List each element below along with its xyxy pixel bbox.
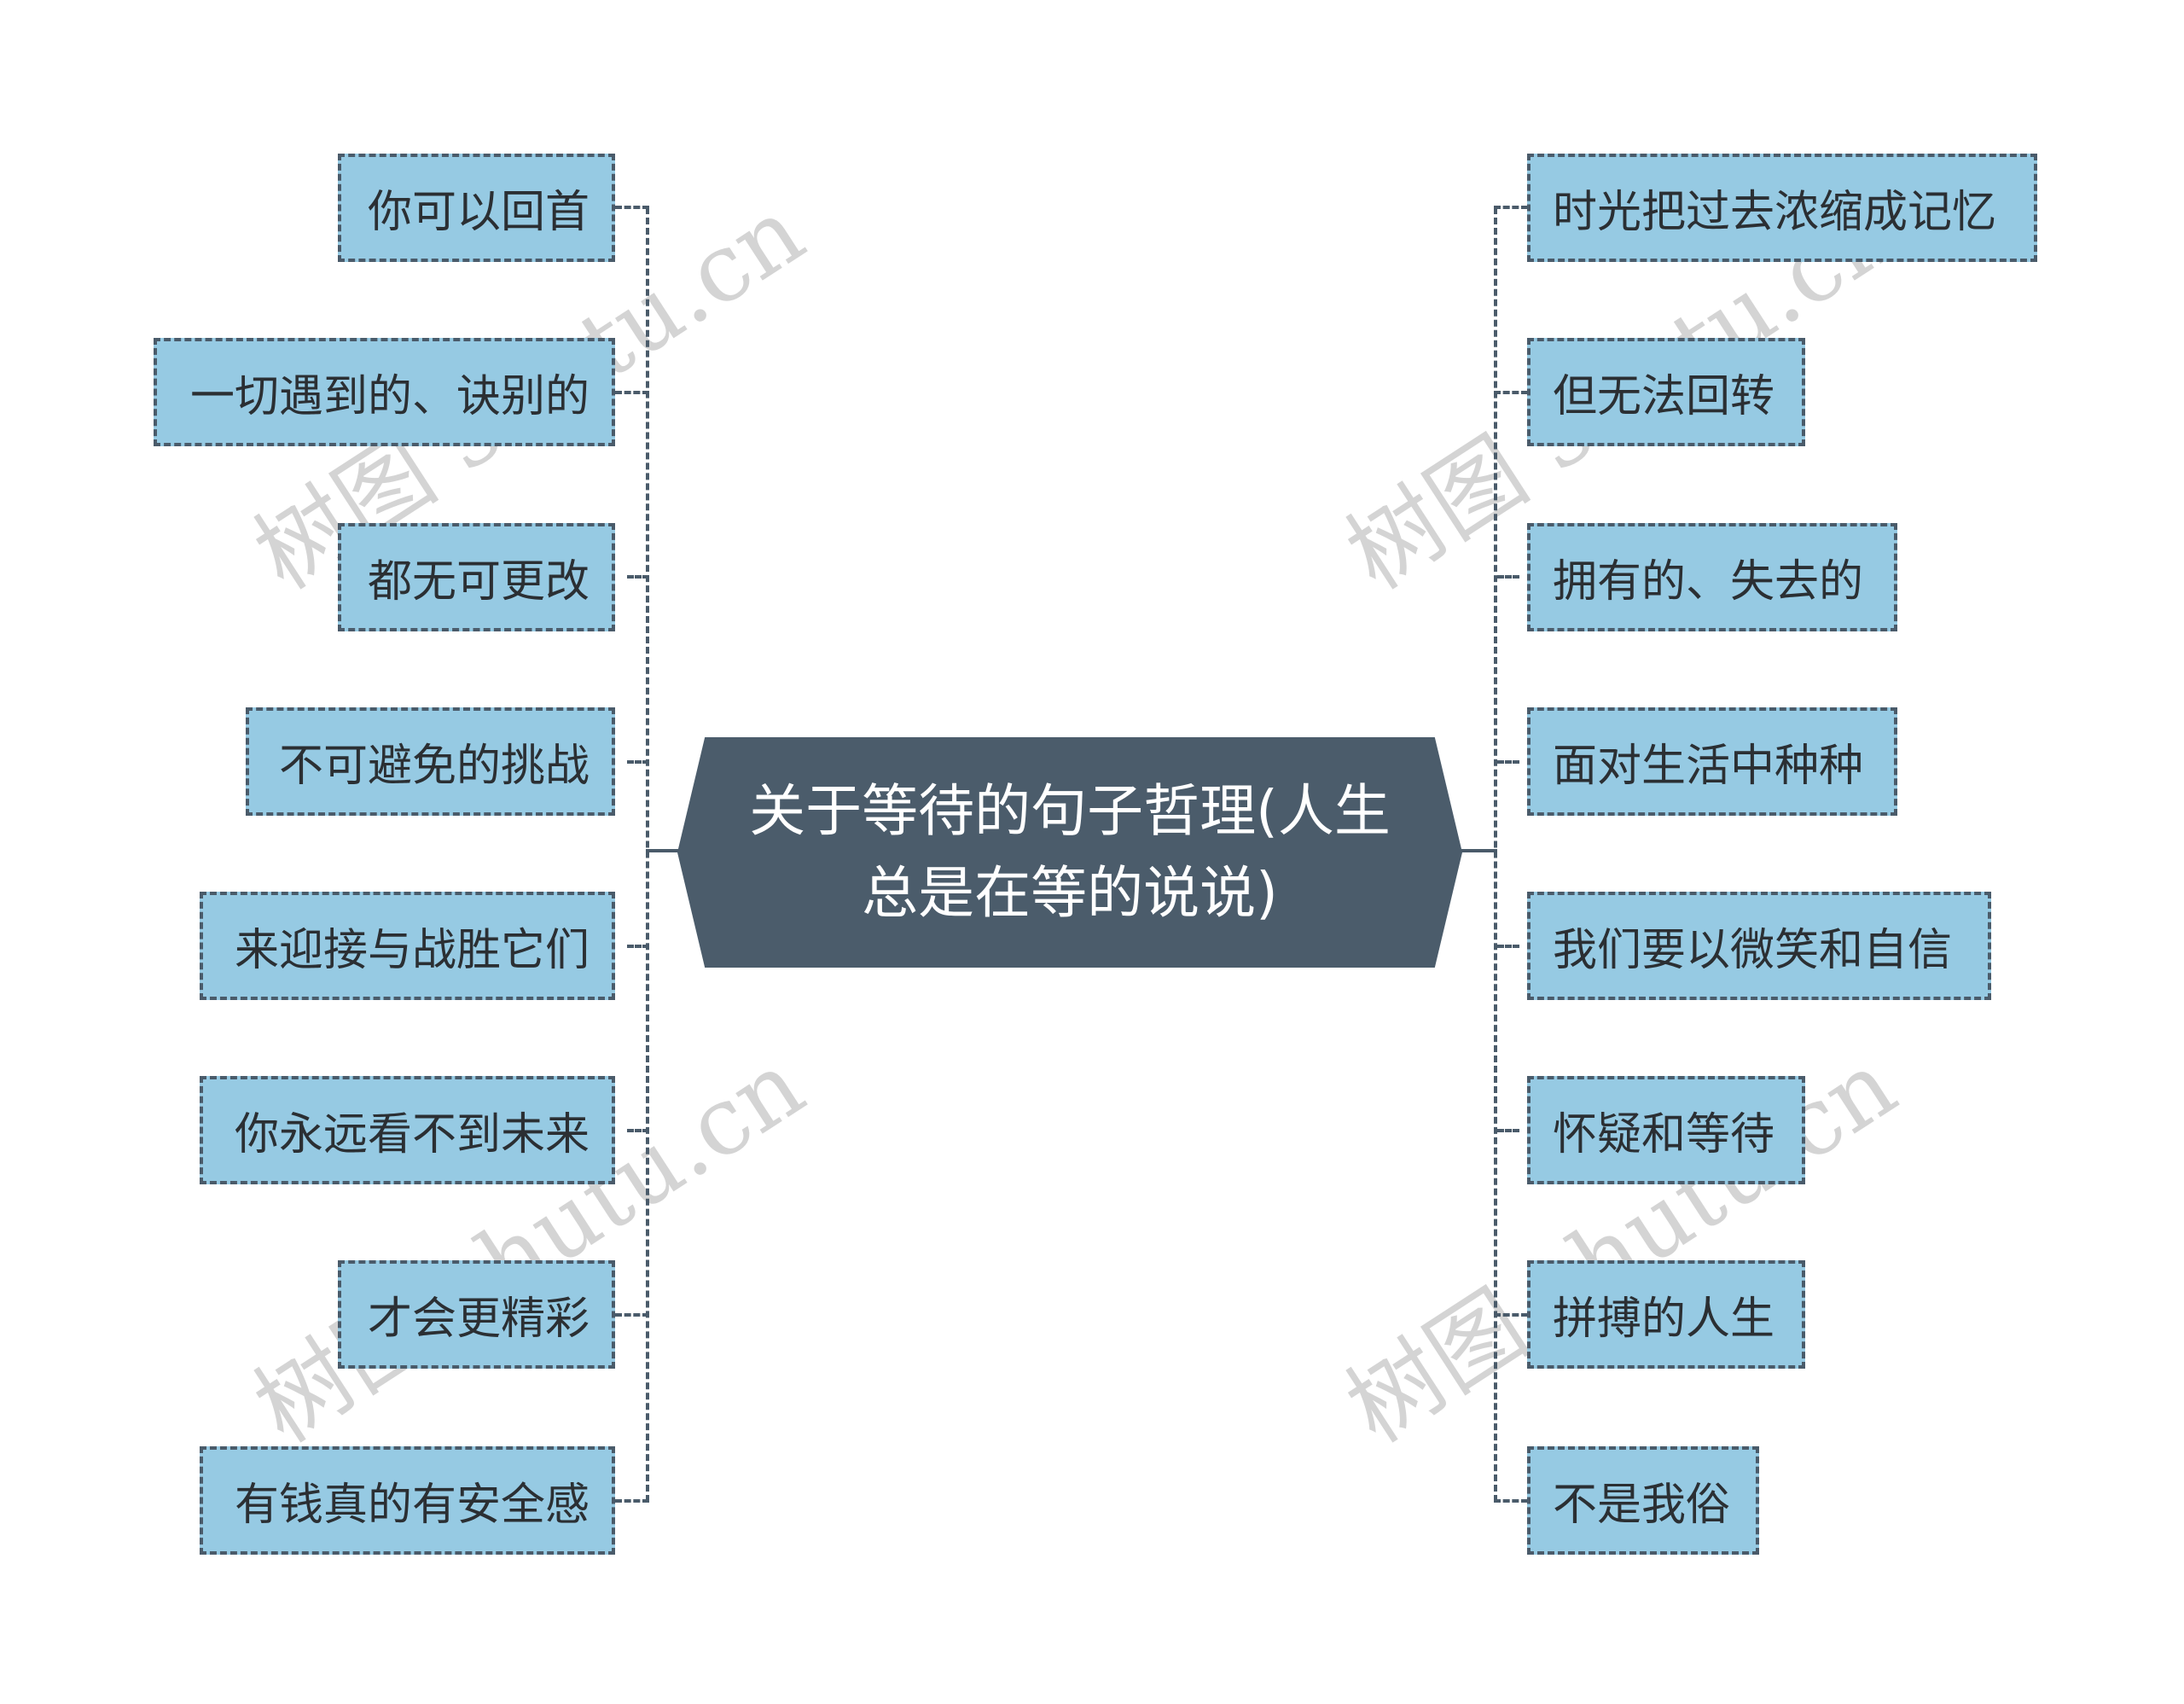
right-connector-5 [1497,945,1519,948]
right-topic-node-8[interactable]: 不是我俗 [1527,1446,1759,1555]
right-center-connector [1460,849,1497,852]
topic-label: 拥有的、失去的 [1553,556,1864,608]
left-topic-node-3[interactable]: 都无可更改 [338,523,615,631]
topic-label: 不是我俗 [1553,1480,1731,1531]
topic-label: 怀疑和等待 [1553,1109,1775,1160]
right-topic-node-5[interactable]: 我们要以微笑和自信 [1527,892,1991,1000]
left-connector-3 [627,575,649,579]
topic-label: 都无可更改 [367,556,590,608]
right-connector-7 [1494,1313,1528,1317]
left-topic-node-2[interactable]: 一切遇到的、诀别的 [154,338,615,446]
left-connector-6 [627,1129,649,1132]
topic-label: 拼搏的人生 [1553,1294,1775,1345]
topic-label: 但无法回转 [1553,371,1775,422]
left-topic-node-6[interactable]: 你永远看不到未来 [200,1076,615,1184]
right-topic-node-4[interactable]: 面对生活中种种 [1527,707,1897,816]
topic-label: 不可避免的挑战 [278,741,590,792]
right-topic-node-1[interactable]: 时光把过去浓缩成记忆 [1527,154,2037,262]
right-topic-node-7[interactable]: 拼搏的人生 [1527,1260,1805,1369]
left-topic-node-7[interactable]: 才会更精彩 [338,1260,615,1369]
right-spine-connector [1494,207,1497,1502]
right-topic-node-3[interactable]: 拥有的、失去的 [1527,523,1897,631]
left-topic-node-5[interactable]: 来迎接与战胜它们 [200,892,615,1000]
right-connector-8 [1494,1499,1528,1503]
right-connector-2 [1494,391,1528,394]
left-connector-2 [615,391,649,394]
left-center-connector [646,849,680,852]
left-connector-5 [627,945,649,948]
right-connector-4 [1497,760,1519,764]
right-topic-node-6[interactable]: 怀疑和等待 [1527,1076,1805,1184]
right-connector-3 [1497,575,1519,579]
topic-label: 有钱真的有安全感 [234,1480,590,1531]
right-connector-1 [1494,206,1528,209]
topic-label: 才会更精彩 [367,1294,590,1345]
left-connector-7 [615,1313,649,1317]
right-topic-node-2[interactable]: 但无法回转 [1527,338,1805,446]
left-connector-4 [627,760,649,764]
left-topic-node-4[interactable]: 不可避免的挑战 [246,707,615,816]
left-connector-1 [615,206,649,209]
left-spine-connector [646,207,649,1502]
topic-label: 时光把过去浓缩成记忆 [1553,187,1997,238]
central-topic-title: 关于等待的句子哲理(人生总是在等的说说) [749,778,1391,926]
left-topic-node-1[interactable]: 你可以回首 [338,154,615,262]
left-topic-node-8[interactable]: 有钱真的有安全感 [200,1446,615,1555]
topic-label: 面对生活中种种 [1553,741,1864,792]
right-connector-6 [1497,1129,1519,1132]
topic-label: 一切遇到的、诀别的 [189,371,590,422]
left-connector-8 [615,1499,649,1503]
topic-label: 你永远看不到未来 [234,1109,590,1160]
topic-label: 我们要以微笑和自信 [1553,925,1953,976]
topic-label: 来迎接与战胜它们 [234,925,590,976]
topic-label: 你可以回首 [367,187,590,238]
central-topic-node[interactable]: 关于等待的句子哲理(人生总是在等的说说) [677,737,1462,968]
